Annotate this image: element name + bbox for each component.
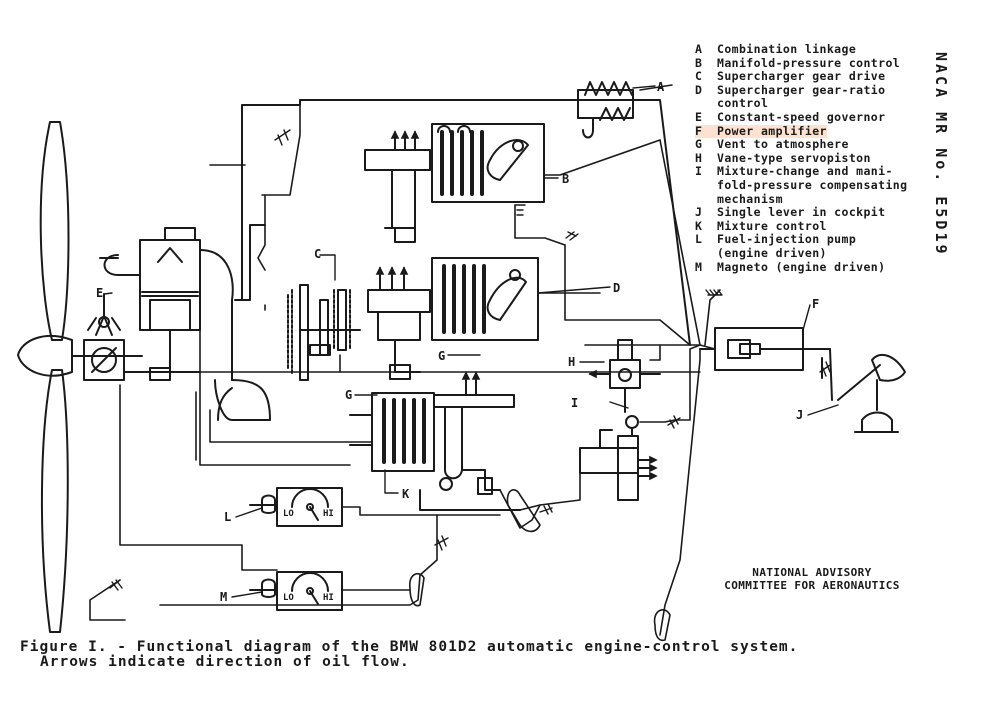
callout-h: H <box>568 355 575 369</box>
callout-d: D <box>613 281 620 295</box>
report-number: NACA MR No. E5D19 <box>932 52 950 257</box>
callout-g-left: G <box>345 388 352 402</box>
callout-k: K <box>402 487 410 501</box>
legend-item-e: E Constant-speed governor <box>695 109 935 125</box>
figure-caption: Figure I. - Functional diagram of the BM… <box>20 640 980 670</box>
credit-line-1: NATIONAL ADVISORY <box>752 566 872 579</box>
legend-text: Vent to atmosphere <box>717 137 849 152</box>
supercharger-gear-ratio-control <box>367 257 539 380</box>
supercharger-gear-drive <box>287 284 361 381</box>
caption-line-1: Figure I. - Functional diagram of the BM… <box>20 639 799 655</box>
legend-letter: C <box>695 69 703 84</box>
legend-letter: B <box>695 55 703 70</box>
legend-letter: J <box>695 205 703 220</box>
magneto-gauge-lo: LO <box>283 593 294 603</box>
oil-flow-arrows <box>375 130 658 481</box>
caption-line-2: Arrows indicate direction of oil flow. <box>40 654 410 670</box>
legend-letter: A <box>695 42 703 56</box>
legend-item-a: A Combination linkage <box>695 42 935 57</box>
legend-item-k: K Mixture control <box>695 218 935 234</box>
anchor-marks <box>109 129 831 591</box>
legend-item-l: L Fuel-injection pump (engine driven) <box>695 232 935 260</box>
legend-item-j: J Single lever in cockpit <box>695 206 935 220</box>
callout-i: I <box>571 396 578 410</box>
legend-letter: I <box>695 164 703 179</box>
callout-m: M <box>220 590 227 604</box>
legend-text: Fuel-injection pump (engine driven) <box>717 232 857 260</box>
leader-lines <box>103 85 839 598</box>
mixture-change-mechanism <box>579 427 651 501</box>
legend-text: Supercharger gear-ratio control <box>717 82 886 111</box>
callout-a: A <box>657 80 665 94</box>
legend-letter: M <box>695 259 703 274</box>
legend-text: Supercharger gear drive <box>717 69 886 84</box>
magneto-gauge-hi: HI <box>323 593 334 603</box>
callout-j: J <box>796 408 803 422</box>
legend-item-d: D Supercharger gear-ratio control <box>695 82 935 111</box>
legend-text: Manifold-pressure control <box>717 55 901 70</box>
naca-credit: NATIONAL ADVISORY COMMITTEE FOR AERONAUT… <box>712 566 912 592</box>
legend-letter: L <box>695 232 703 247</box>
callout-l: L <box>224 510 231 524</box>
combination-linkage <box>577 81 673 139</box>
legend-item-m: M Magneto (engine driven) <box>695 259 935 275</box>
vane-type-servopiston <box>589 339 661 429</box>
legend-text: Constant-speed governor <box>717 109 886 124</box>
credit-line-2: COMMITTEE FOR AERONAUTICS <box>724 579 900 592</box>
constant-speed-governor <box>83 293 125 381</box>
legend-item-i: I Mixture-change and mani- fold-pressure … <box>695 165 935 206</box>
legend-letter: D <box>695 82 703 97</box>
legend-item-h: H Vane-type servopiston <box>695 150 935 166</box>
linkage-rods <box>89 99 716 636</box>
legend-text: Mixture control <box>717 218 827 233</box>
fuel-injection-pump <box>249 487 343 527</box>
legend-letter: E <box>695 109 703 124</box>
legend-letter: H <box>695 150 703 165</box>
callout-g-vent: G <box>438 349 445 363</box>
callout-e: E <box>96 286 103 300</box>
legend-text: Magneto (engine driven) <box>717 259 886 274</box>
power-amplifier <box>699 327 833 401</box>
legend-item-b: B Manifold-pressure control <box>695 55 935 71</box>
magneto <box>249 571 343 611</box>
manifold-pressure-control <box>364 123 545 243</box>
legend-item-g: G Vent to atmosphere <box>695 138 935 152</box>
callout-b: B <box>562 172 569 186</box>
mixture-control <box>349 372 521 511</box>
pump-gauge-hi: HI <box>323 509 334 519</box>
legend-text: Power amplifier <box>717 123 827 139</box>
legend-text: Mixture-change and mani- fold-pressure c… <box>717 164 908 206</box>
legend-text: Vane-type servopiston <box>717 150 871 165</box>
legend-letter: K <box>695 218 703 233</box>
engine-cylinder <box>99 227 201 381</box>
single-lever-cockpit <box>837 353 906 433</box>
legend-item-c: C Supercharger gear drive <box>695 70 935 84</box>
legend-text: Combination linkage <box>717 42 857 56</box>
callout-c: C <box>314 247 321 261</box>
legend-letter: F <box>695 124 717 139</box>
pump-gauge-lo: LO <box>283 509 294 519</box>
legend-text: Single lever in cockpit <box>717 205 886 220</box>
callout-f: F <box>812 297 819 311</box>
legend-letter: G <box>695 137 703 152</box>
lever-details <box>409 289 721 642</box>
